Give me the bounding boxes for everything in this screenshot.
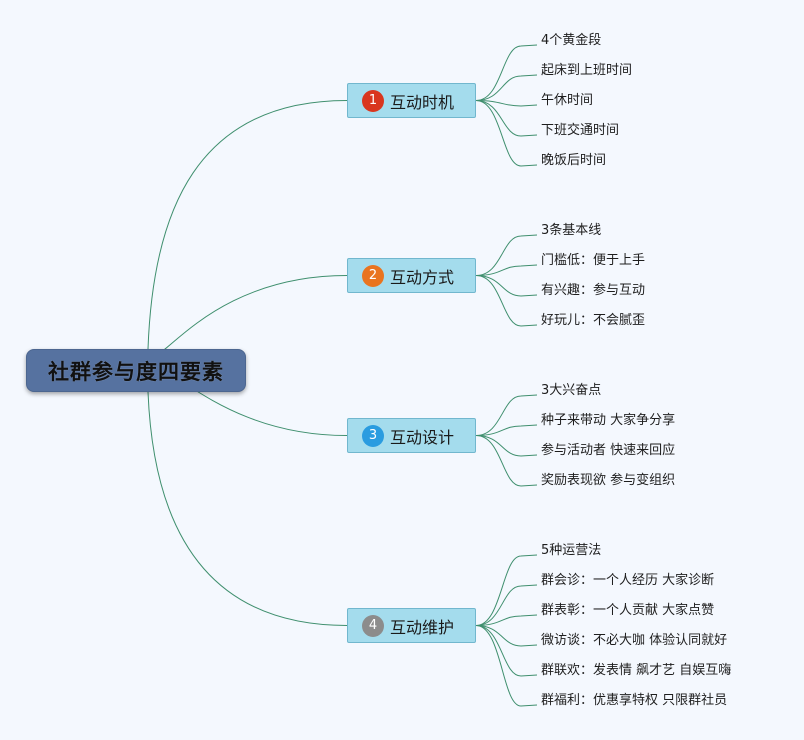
branch-topic-method[interactable]: 2 互动方式 [347, 258, 476, 293]
leaf-topic[interactable]: 微访谈：不必大咖 体验认同就好 [541, 633, 728, 648]
branch-to-leaf-line [475, 100, 538, 137]
leaf-topic[interactable]: 参与活动者 快速来回应 [541, 443, 676, 458]
branch-to-leaf-line [475, 554, 538, 626]
leaf-topic[interactable]: 下班交通时间 [541, 123, 620, 138]
leaf-topic[interactable]: 好玩儿：不会腻歪 [541, 313, 646, 328]
leaf-topic[interactable]: 群表彰：一个人贡献 大家点赞 [541, 603, 715, 618]
branch-to-leaf-line [475, 44, 538, 101]
number-badge-icon: 4 [362, 614, 384, 637]
leaf-topic[interactable]: 种子来带动 大家争分享 [541, 413, 676, 428]
branch-topic-label: 互动维护 [390, 617, 455, 637]
branch-topic-design[interactable]: 3 互动设计 [347, 418, 476, 453]
leaf-topic[interactable]: 午休时间 [541, 93, 594, 108]
branch-to-leaf-line [475, 74, 538, 101]
branch-to-leaf-line [475, 435, 538, 457]
branch-to-leaf-line [475, 234, 538, 276]
branch-to-leaf-line [475, 584, 538, 626]
root-to-branch-line [147, 391, 348, 626]
leaf-topic[interactable]: 4个黄金段 [541, 33, 602, 48]
root-topic-label: 社群参与度四要素 [48, 359, 224, 384]
branch-topic-timing[interactable]: 1 互动时机 [347, 83, 476, 118]
leaf-topic[interactable]: 群会诊：一个人经历 大家诊断 [541, 573, 715, 588]
branch-to-leaf-line [475, 100, 538, 107]
leaf-topic[interactable]: 5种运营法 [541, 543, 602, 558]
leaf-topic[interactable]: 晚饭后时间 [541, 153, 607, 168]
branch-to-leaf-line [475, 625, 538, 677]
branch-to-leaf-line [475, 264, 538, 276]
leaf-topic[interactable]: 起床到上班时间 [541, 63, 633, 78]
leaf-topic[interactable]: 门槛低：便于上手 [541, 253, 646, 268]
branch-to-leaf-line [475, 424, 538, 436]
root-to-branch-line [147, 275, 348, 357]
number-badge-icon: 2 [362, 264, 384, 287]
branch-to-leaf-line [475, 614, 538, 626]
branch-to-leaf-line [475, 625, 538, 707]
branch-topic-label: 互动设计 [390, 427, 455, 447]
leaf-topic[interactable]: 3条基本线 [541, 223, 602, 238]
branch-to-leaf-line [475, 275, 538, 297]
branch-topic-maintenance[interactable]: 4 互动维护 [347, 608, 476, 643]
leaf-topic[interactable]: 群福利：优惠享特权 只限群社员 [541, 693, 728, 708]
leaf-topic[interactable]: 奖励表现欲 参与变组织 [541, 473, 676, 488]
branch-topic-label: 互动方式 [390, 267, 455, 287]
number-badge-icon: 3 [362, 424, 384, 447]
branch-to-leaf-line [475, 275, 538, 327]
branch-to-leaf-line [475, 394, 538, 436]
root-to-branch-line [147, 100, 348, 350]
branch-to-leaf-line [475, 100, 538, 167]
leaf-topic[interactable]: 群联欢：发表情 飙才艺 自娱互嗨 [541, 663, 732, 678]
root-topic[interactable]: 社群参与度四要素 [26, 349, 246, 392]
branch-topic-label: 互动时机 [390, 92, 455, 112]
leaf-topic[interactable]: 有兴趣：参与互动 [541, 283, 646, 298]
branch-to-leaf-line [475, 625, 538, 647]
leaf-topic[interactable]: 3大兴奋点 [541, 383, 602, 398]
number-badge-icon: 1 [362, 89, 384, 112]
branch-to-leaf-line [475, 435, 538, 487]
